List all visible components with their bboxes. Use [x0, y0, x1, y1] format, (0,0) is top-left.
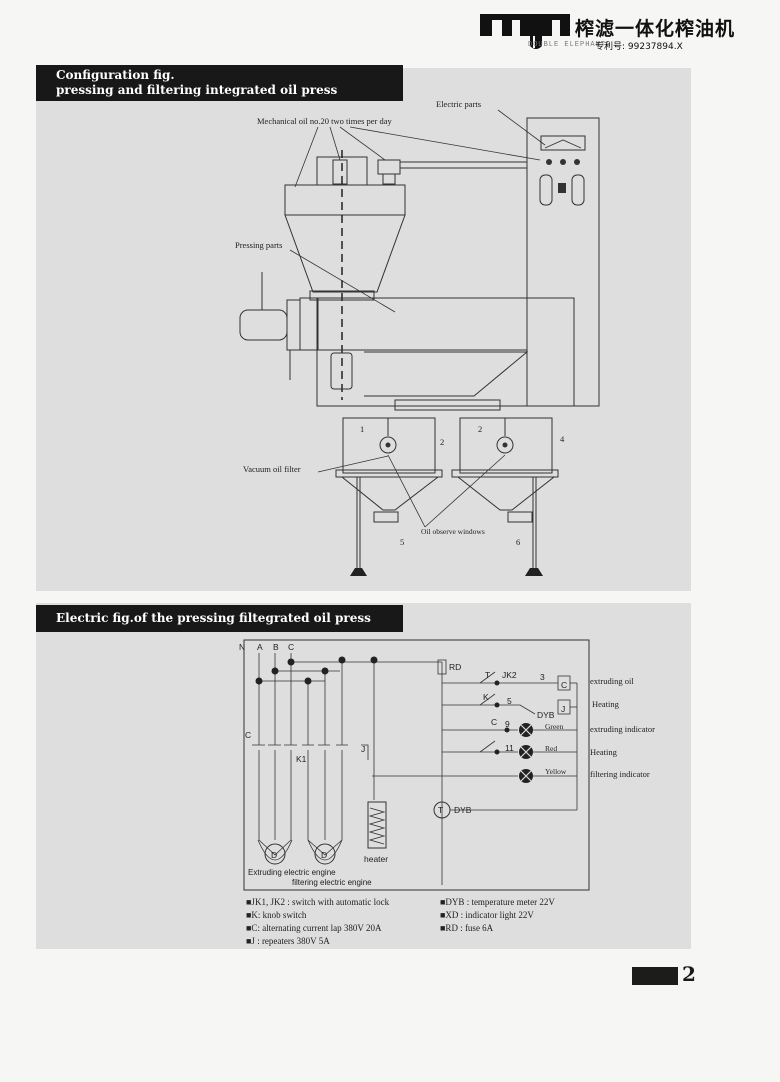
power-buses	[252, 653, 447, 885]
label-electric-parts: Electric parts	[436, 99, 481, 109]
tank-number-2a: 2	[440, 437, 444, 447]
label-jk2: JK2	[502, 670, 517, 680]
terminal-a: A	[257, 642, 263, 652]
chinese-title: 榨滤一体化榨油机	[575, 18, 736, 40]
label-dyb-meter: DYB	[454, 805, 472, 815]
right-label-heating-1: Heating	[592, 699, 620, 709]
page-header: 榨滤一体化榨油机 DOUBLE ELEPHANTS 专利号: 99237894.…	[480, 12, 734, 56]
legend-c: ■C: alternating current lap 380V 20A	[246, 923, 382, 933]
electric-cabinet	[526, 117, 600, 407]
config-title-line1: Configuration fig.	[56, 68, 175, 82]
double-elephants-logo	[480, 14, 570, 49]
lamp-red: Red	[545, 744, 557, 753]
motor-d-1: D	[271, 850, 277, 860]
label-5: 5	[507, 696, 512, 706]
label-j-relay: J	[361, 744, 365, 754]
meter-t: T	[438, 805, 443, 815]
label-k1: K1	[296, 754, 307, 764]
legend-dyb: ■DYB : temperature meter 22V	[440, 897, 555, 907]
lamp-green: Green	[545, 722, 564, 731]
filtering-engine-label: filtering electric engine	[292, 878, 372, 887]
brand-text: DOUBLE ELEPHANTS	[528, 41, 612, 49]
heater	[367, 801, 387, 849]
pressing-machine	[239, 150, 529, 411]
terminal-c: C	[288, 642, 294, 652]
heater-label: heater	[364, 854, 388, 864]
configuration-title: Configuration fig. pressing and filterin…	[36, 65, 403, 101]
control-circuit	[372, 671, 578, 819]
legend-j: ■J : repeaters 380V 5A	[246, 936, 330, 946]
label-dyb-switch: DYB	[537, 710, 555, 720]
terminal-n: N	[239, 642, 245, 652]
label-vacuum-oil-filter: Vacuum oil filter	[243, 464, 301, 474]
extruding-engine-label: Extruding electric engine	[248, 868, 336, 877]
patent-number: 专利号: 99237894.X	[595, 42, 683, 52]
motor-d-2: D	[321, 850, 327, 860]
config-title-line2: pressing and filtering integrated oil pr…	[56, 83, 338, 97]
label-11: 11	[505, 743, 514, 753]
tank-number-6: 6	[516, 537, 520, 547]
right-label-filtering-indicator: filtering indicator	[590, 769, 650, 779]
vacuum-filter-tanks	[335, 417, 559, 576]
label-9: 9	[505, 719, 510, 729]
leader-lines	[289, 109, 546, 528]
terminal-b: B	[273, 642, 279, 652]
label-3: 3	[540, 672, 545, 682]
legend-k: ■K: knob switch	[246, 910, 307, 920]
lamp-yellow: Yellow	[545, 767, 567, 776]
indicator-lamps	[519, 723, 533, 783]
label-c-contact: C	[491, 717, 497, 727]
electric-title: Electric fig.of the pressing filtegrated…	[36, 605, 403, 632]
tank-number-1: 1	[360, 424, 364, 434]
motors	[257, 839, 343, 865]
electric-panel	[36, 603, 691, 949]
label-t: T	[485, 670, 490, 680]
tank-number-5: 5	[400, 537, 404, 547]
right-label-heating-2: Heating	[590, 747, 618, 757]
tank-number-4: 4	[560, 434, 565, 444]
label-k: K	[483, 692, 489, 702]
right-label-extruding-indicator: extruding indicator	[590, 724, 655, 734]
page-number: 2	[682, 962, 696, 986]
tank-number-2b: 2	[478, 424, 482, 434]
legend-jk: ■JK1, JK2 : switch with automatic lock	[246, 897, 390, 907]
legend-xd: ■XD : indicator light 22V	[440, 910, 534, 920]
label-oil-observe-windows: Oil observe windows	[421, 527, 485, 536]
contactor-c: C	[561, 680, 567, 690]
label-rd: RD	[449, 662, 461, 672]
configuration-panel	[36, 68, 691, 591]
right-label-extruding-oil: extruding oil	[590, 676, 634, 686]
page-number-bar	[632, 967, 678, 985]
legend-rd: ■RD : fuse 6A	[440, 923, 494, 933]
relay-j: J	[561, 704, 565, 714]
label-pressing-parts: Pressing parts	[235, 240, 282, 250]
label-mechanical-oil: Mechanical oil no.20 two times per day	[257, 116, 393, 126]
label-c: C	[245, 730, 251, 740]
